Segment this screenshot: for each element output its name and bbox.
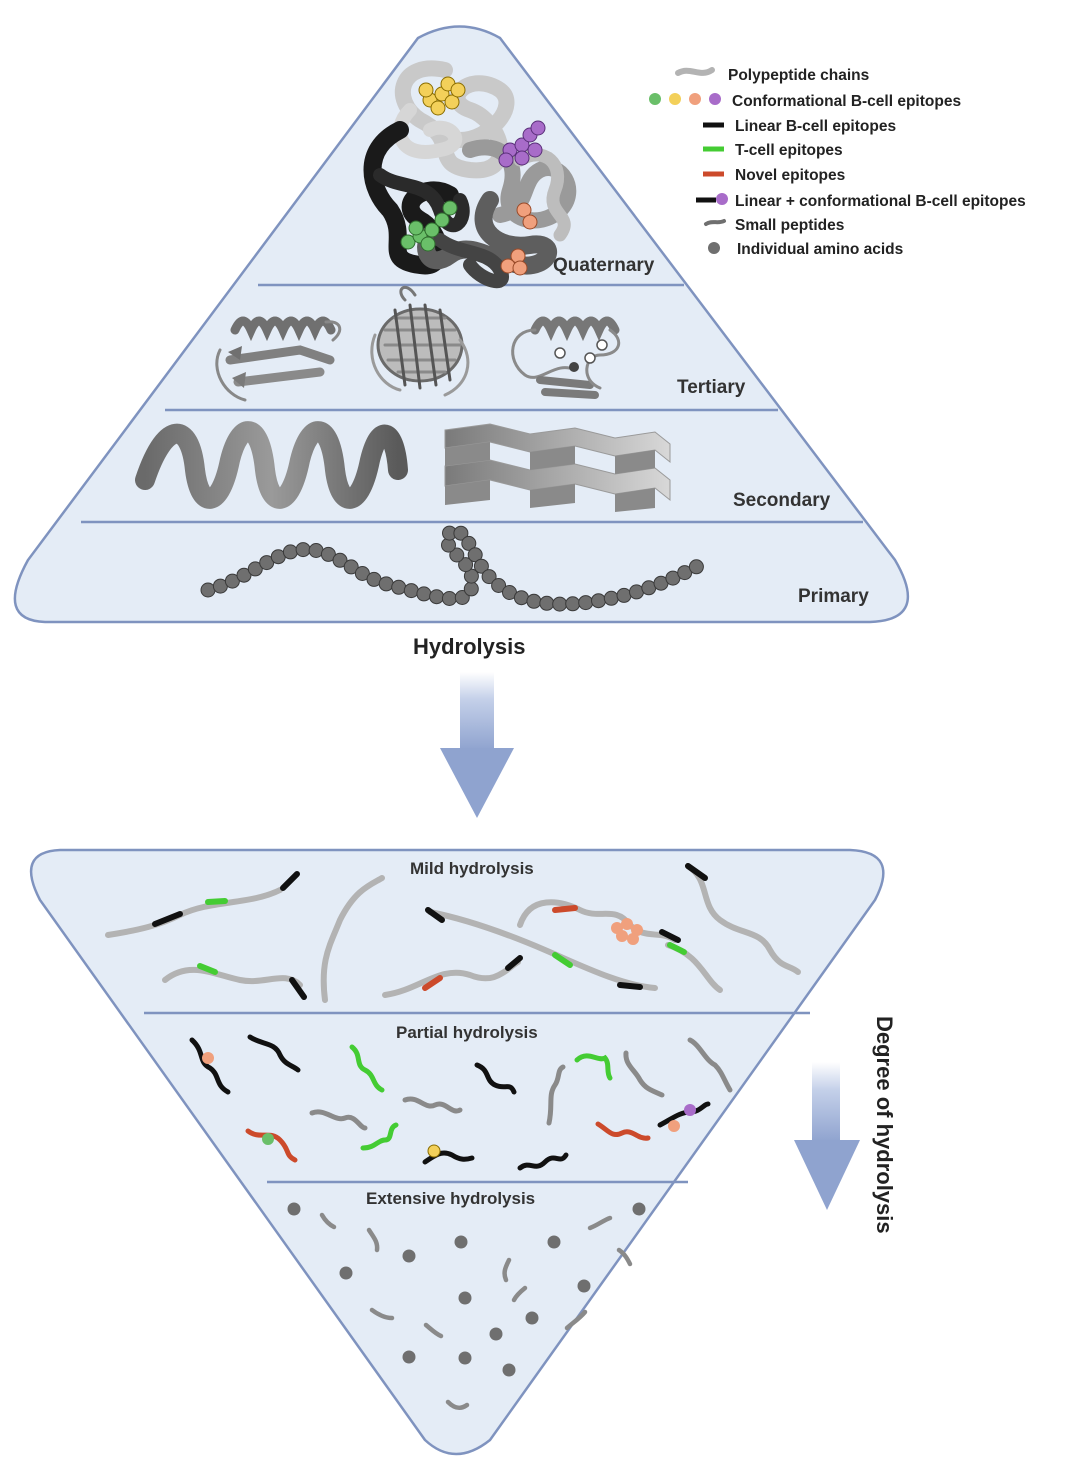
degree-of-hydrolysis-label: Degree of hydrolysis (872, 1016, 897, 1234)
amino-acid-bead (552, 596, 568, 612)
hydrolysis-label: Hydrolysis (413, 634, 526, 659)
svg-text:Linear B-cell epitopes: Linear B-cell epitopes (735, 118, 896, 135)
level-label-mild: Mild hydrolysis (410, 859, 534, 878)
tertiary-structure-3 (511, 316, 621, 399)
epitope-purple-cluster (498, 120, 546, 168)
quaternary-protein-illustration (363, 60, 577, 289)
extensive-hydrolysis-products (287, 1202, 646, 1411)
degree-of-hydrolysis-arrow (794, 1062, 860, 1210)
amino-acid-bead (481, 569, 497, 585)
epitope-salmon-cluster (500, 202, 538, 276)
amino-acid-bead (378, 576, 394, 592)
mild-hydrolysis-fragments (105, 863, 801, 1003)
amino-acid-bead (295, 542, 311, 558)
amino-acid-bead (616, 587, 632, 603)
amino-acid-bead (473, 558, 489, 574)
inverted-pyramid-outline (29, 848, 885, 1456)
amino-acid-bead (454, 590, 470, 605)
amino-acid-bead (449, 547, 465, 563)
amino-acid-bead (441, 591, 457, 606)
svg-text:Individual amino acids: Individual amino acids (737, 241, 903, 258)
amino-acid-bead (282, 544, 298, 560)
mild-chain-5 (382, 955, 523, 998)
mild-chain-7 (665, 942, 723, 993)
legend-item-individual-amino-acids: Individual amino acids (708, 241, 903, 258)
amino-acid-bead (391, 579, 407, 595)
amino-acid-bead (467, 547, 483, 563)
svg-text:Novel epitopes: Novel epitopes (735, 167, 845, 184)
legend-item-t-cell-epitopes: T-cell epitopes (703, 142, 843, 159)
amino-acid-bead (603, 590, 619, 606)
conformational-epitope-clusters (400, 76, 546, 276)
legend-item-conformational-epitopes: Conformational B-cell epitopes (649, 93, 961, 110)
protein-structure-pyramid: Quaternary (13, 25, 910, 624)
hydrolysis-degree-pyramid: Mild hydrolysis Partial hydrolysis Exten… (29, 848, 885, 1456)
legend-item-novel-epitopes: Novel epitopes (703, 167, 845, 184)
amino-acid-bead (429, 589, 445, 605)
level-label-extensive: Extensive hydrolysis (366, 1189, 535, 1208)
mild-salmon-epitope (611, 918, 643, 945)
svg-text:Polypeptide chains: Polypeptide chains (728, 67, 869, 84)
amino-acid-bead (247, 561, 263, 577)
alpha-helix (135, 421, 408, 509)
legend-item-small-peptides: Small peptides (704, 217, 844, 234)
amino-acid-bead (491, 578, 507, 593)
partial-hydrolysis-fragments (189, 1034, 733, 1171)
level-label-primary: Primary (798, 586, 869, 607)
amino-acid-bead (461, 535, 477, 551)
epitope-yellow-cluster (418, 76, 466, 116)
beta-sheet (444, 423, 671, 512)
level-label-secondary: Secondary (733, 490, 831, 511)
individual-amino-acids (287, 1202, 646, 1377)
svg-text:Linear + conformational B-cell: Linear + conformational B-cell epitopes (735, 193, 1026, 210)
amino-acid-bead (526, 593, 542, 609)
mild-chain-2 (162, 963, 307, 1000)
amino-acid-bead (236, 567, 252, 583)
amino-acid-bead (513, 590, 529, 606)
level-label-quaternary: Quaternary (553, 255, 655, 276)
mild-chain-4 (425, 907, 658, 991)
legend-item-linear-conformational-epitopes: Linear + conformational B-cell epitopes (696, 193, 1026, 210)
tertiary-structures-illustration (215, 285, 621, 402)
mild-chain-1 (105, 871, 300, 938)
level-label-partial: Partial hydrolysis (396, 1023, 538, 1042)
tertiary-structure-2 (370, 285, 470, 397)
amino-acid-bead (688, 559, 704, 575)
mild-chain-8 (685, 863, 801, 975)
mild-chain-6 (517, 899, 681, 943)
amino-acid-bead (565, 596, 581, 612)
amino-acid-bead (343, 559, 359, 575)
amino-acid-bead (539, 595, 555, 611)
level-label-tertiary: Tertiary (677, 377, 746, 398)
tertiary-structure-1 (215, 316, 342, 402)
primary-amino-acid-chain (200, 525, 704, 612)
legend-item-polypeptide-chains: Polypeptide chains (675, 67, 869, 84)
mild-chain-3 (320, 875, 385, 1003)
hydrolysis-arrow (440, 672, 514, 818)
amino-acid-bead (463, 581, 479, 597)
amino-acid-bead (416, 586, 432, 602)
svg-text:T-cell epitopes: T-cell epitopes (735, 142, 843, 159)
secondary-structures-illustration (135, 421, 671, 512)
amino-acid-bead (453, 525, 469, 541)
amino-acid-bead (578, 595, 594, 611)
amino-acid-bead (458, 557, 474, 573)
amino-acid-bead (403, 583, 419, 599)
epitope-green-cluster (400, 200, 458, 252)
legend-item-linear-b-cell-epitopes: Linear B-cell epitopes (703, 118, 896, 135)
pyramid-outline (13, 25, 910, 624)
svg-text:Conformational B-cell epitope: Conformational B-cell epitopes (732, 93, 961, 110)
legend: Polypeptide chains Conformational B-cell… (649, 67, 1026, 258)
small-peptides (319, 1212, 633, 1411)
svg-text:Small peptides: Small peptides (735, 217, 844, 234)
amino-acid-bead (591, 593, 606, 609)
amino-acid-bead (332, 552, 348, 568)
amino-acid-bead (200, 582, 216, 598)
